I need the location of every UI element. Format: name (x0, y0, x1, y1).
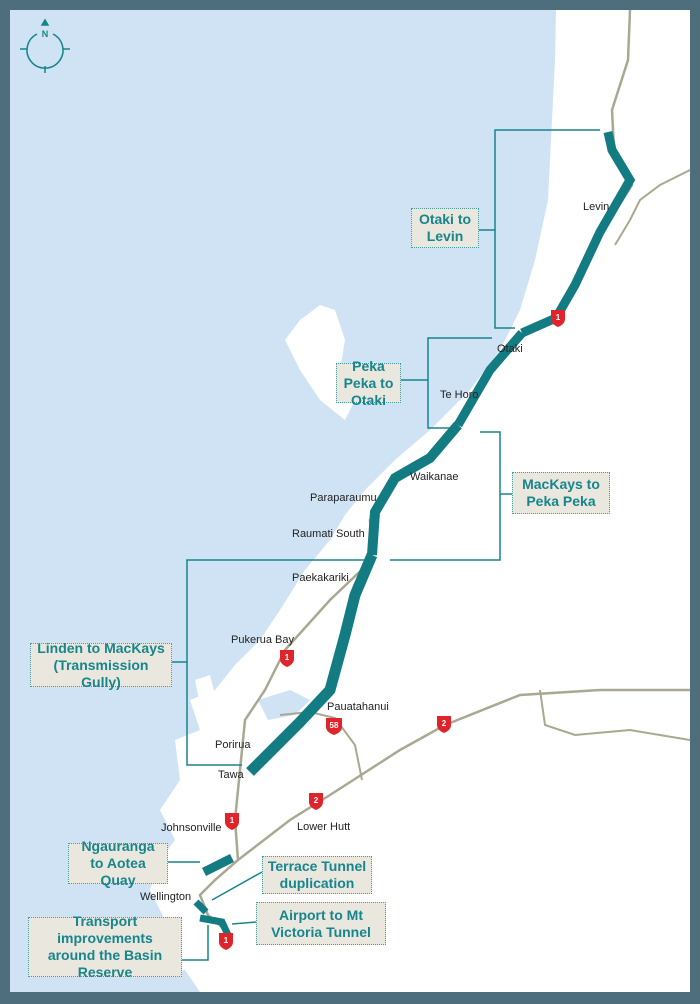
town-label: Pukerua Bay (231, 634, 294, 646)
town-label: Otaki (497, 343, 523, 355)
town-label: Tawa (218, 769, 244, 781)
town-label: Pauatahanui (327, 701, 389, 713)
highway-pekapeka-otaki (454, 330, 526, 428)
town-label: Paraparaumu (310, 492, 377, 504)
project-ngauranga: Ngauranga to Aotea Quay (68, 838, 168, 888)
project-transmission-gully: Linden to MacKays (Transmission Gully) (30, 640, 172, 690)
highway-transmission-gully (246, 552, 378, 776)
project-otaki-levin: Otaki to Levin (411, 208, 479, 248)
connector-lines (168, 129, 600, 961)
town-label: Waikanae (410, 471, 459, 483)
highway-terrace (193, 899, 209, 915)
compass-label: N (42, 29, 49, 39)
town-label: Levin (583, 201, 610, 213)
road-east (539, 689, 691, 741)
town-label: Wellington (140, 891, 192, 903)
highway-airport (199, 914, 232, 937)
project-basin-reserve: Transport improvements around the Basin … (28, 913, 182, 980)
small-island (195, 675, 215, 705)
road-sh2 (237, 688, 690, 861)
town-label: Raumati South (292, 528, 365, 540)
project-pekapeka-otaki: Peka Peka to Otaki (336, 358, 401, 408)
project-terrace-tunnel: Terrace Tunnel duplication (262, 856, 372, 894)
highway-ngauranga (201, 853, 235, 877)
town-label: Te Horo (440, 389, 479, 401)
highway-mackays (367, 421, 462, 556)
compass-icon (20, 18, 70, 73)
town-label: Paekakariki (292, 572, 349, 584)
mainland (150, 10, 690, 992)
town-label: Johnsonville (161, 822, 222, 834)
project-mackays-pekapeka: MacKays to Peka Peka (512, 472, 610, 514)
project-airport-mtvictoria: Airport to Mt Victoria Tunnel (256, 902, 386, 945)
town-label: Porirua (215, 739, 251, 751)
town-label: Lower Hutt (297, 821, 351, 833)
road-levin-east (614, 169, 691, 246)
